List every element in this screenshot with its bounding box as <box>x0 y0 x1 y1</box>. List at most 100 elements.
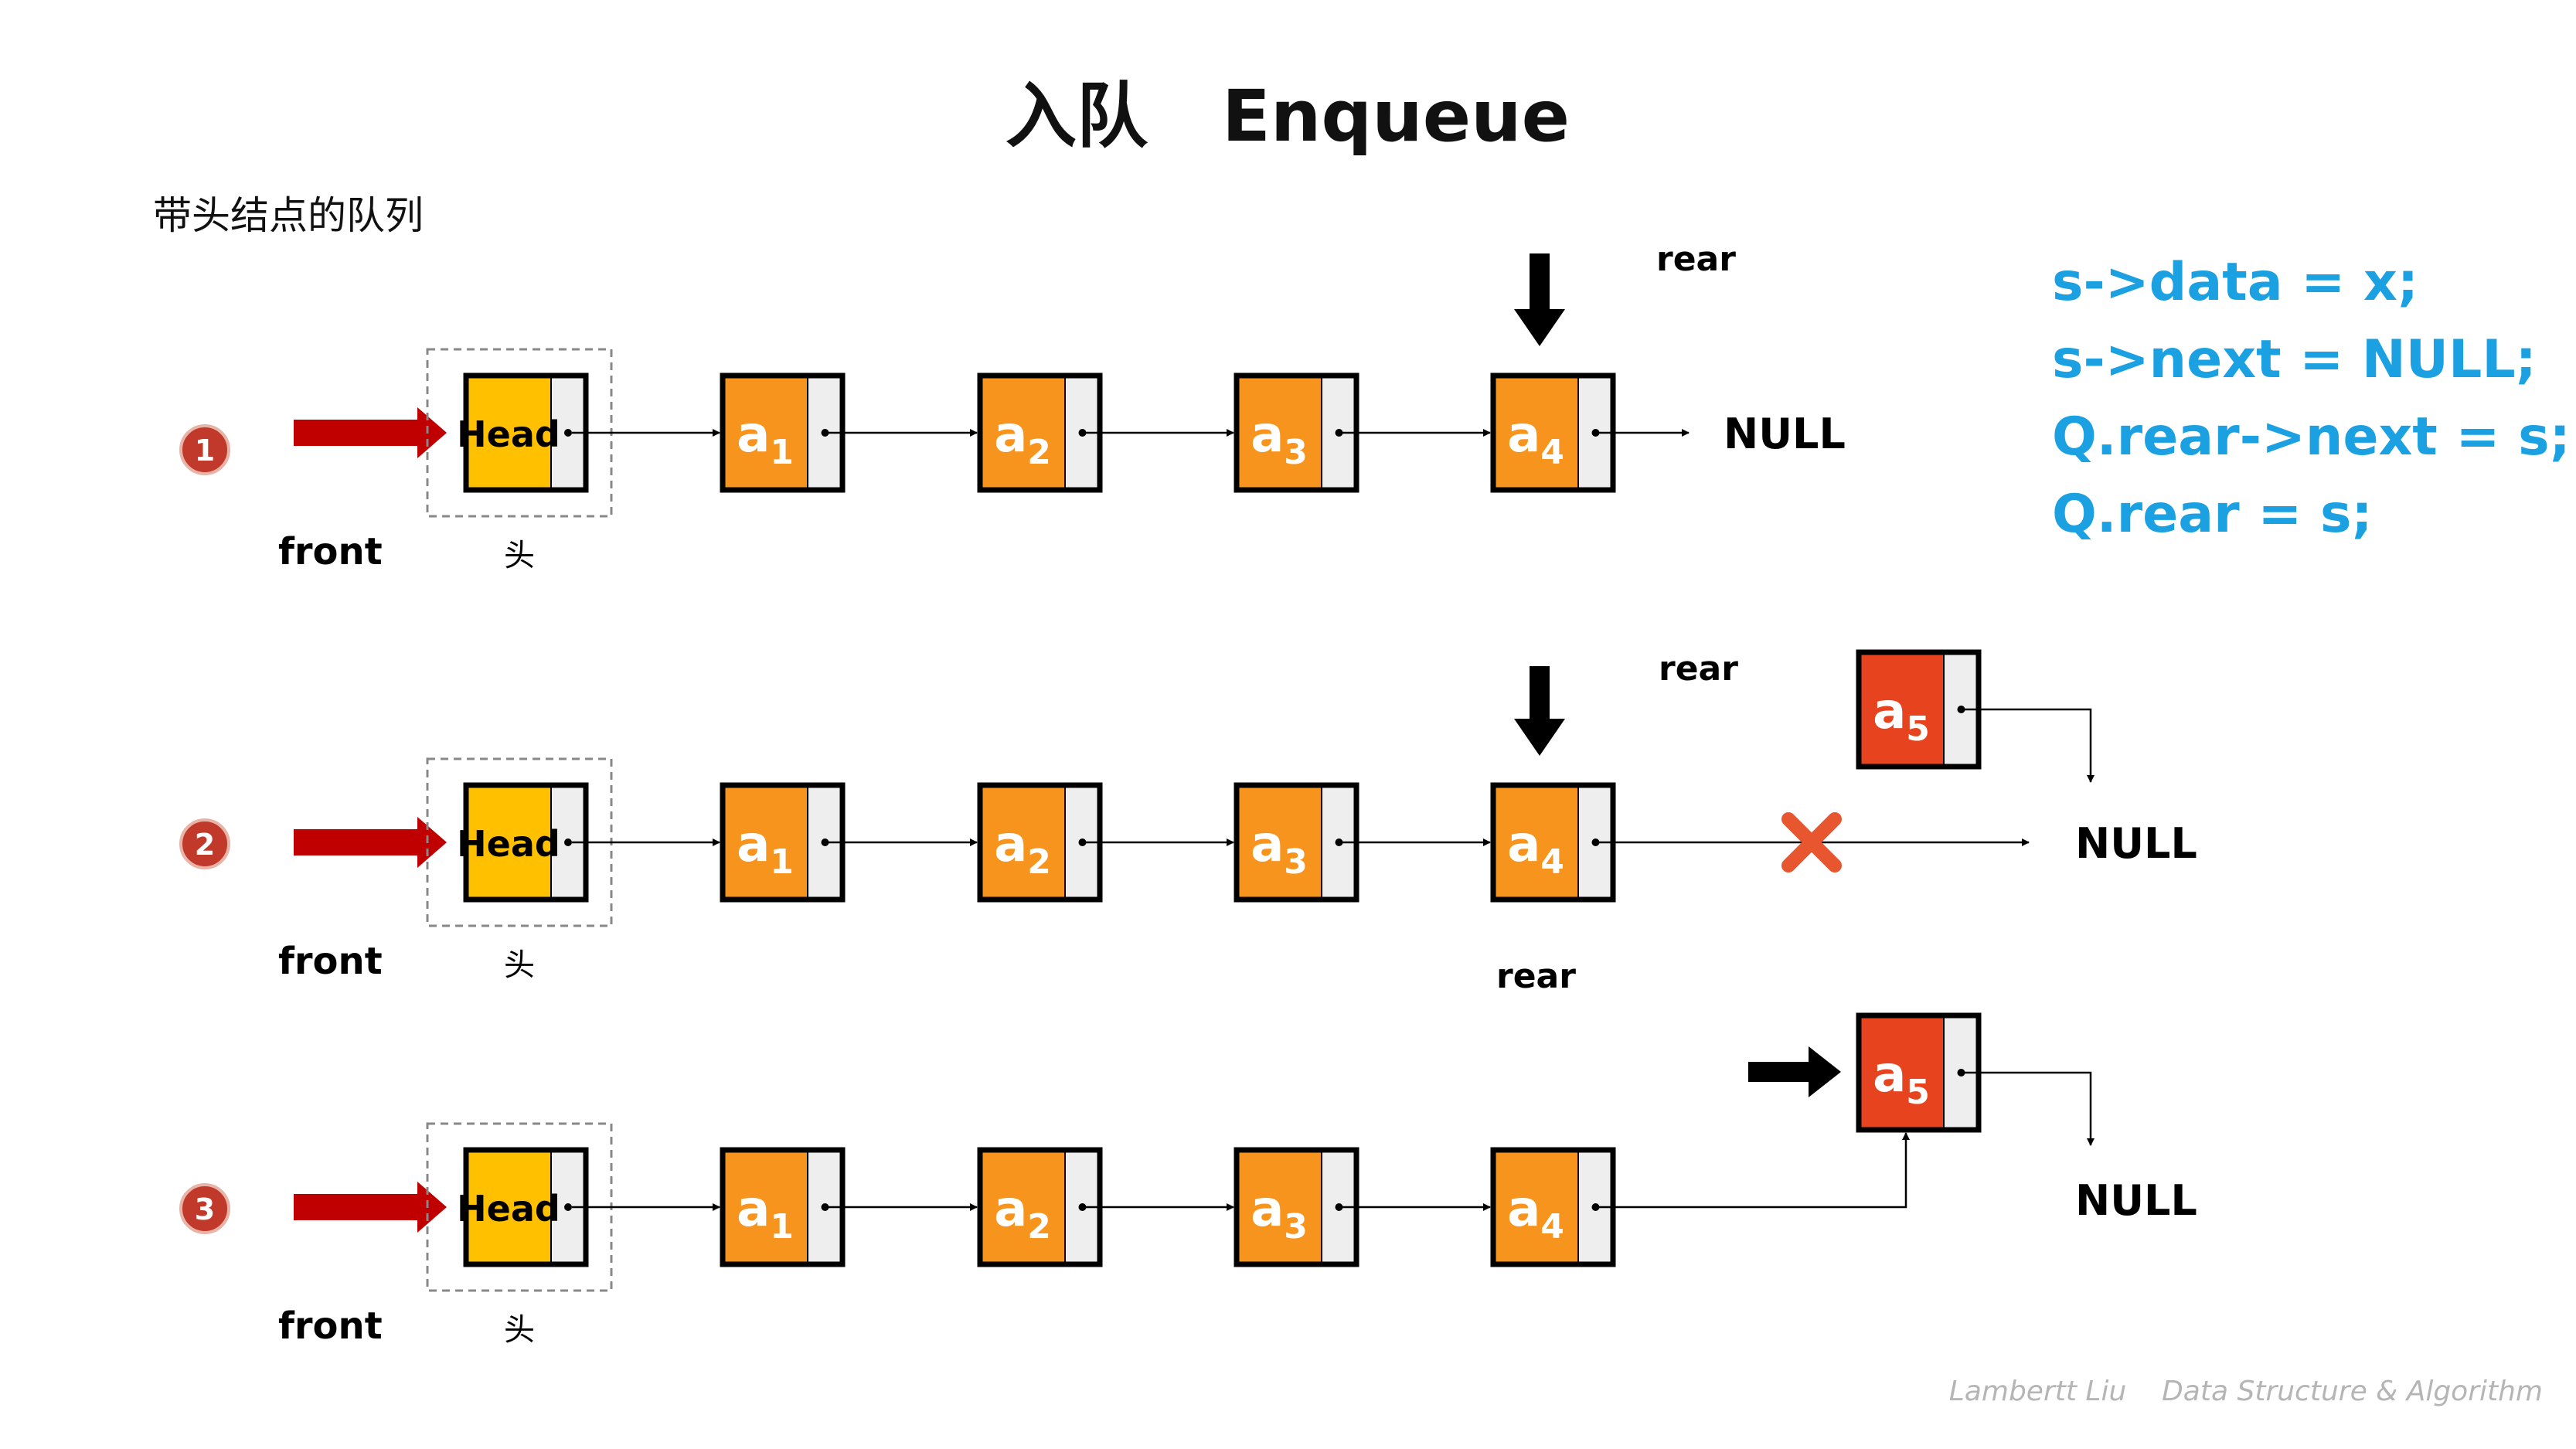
node-letter: a <box>737 406 770 464</box>
node-letter: a <box>1507 816 1540 873</box>
step-number: 3 <box>195 1192 215 1226</box>
rear-label: rear <box>1496 957 1576 996</box>
front-label: front <box>278 530 383 573</box>
queue-node-a2: a2 <box>977 782 1103 903</box>
new-node-a5: a5 <box>1856 1012 1982 1133</box>
node-data-cell <box>1859 1015 1944 1130</box>
front-pointer-arrow <box>294 817 447 868</box>
node-data-cell <box>1493 1150 1578 1264</box>
node-label: a5 <box>1873 1046 1930 1112</box>
queue-node-a3: a3 <box>1234 1147 1359 1267</box>
node-subscript: 1 <box>770 842 794 882</box>
node-label: a3 <box>1251 1181 1308 1247</box>
queue-node-a3: a3 <box>1234 782 1359 903</box>
head-caption: 头 <box>504 947 535 983</box>
rear-label: rear <box>1656 240 1736 279</box>
queue-node-a2: a2 <box>977 1147 1103 1267</box>
step-number: 2 <box>195 828 215 862</box>
node-label: a1 <box>737 1181 794 1247</box>
node-label: a4 <box>1507 406 1564 472</box>
node-data-cell <box>1237 376 1322 490</box>
node-data-cell <box>723 785 808 900</box>
front-label: front <box>278 1304 383 1348</box>
node-label: a4 <box>1507 816 1564 882</box>
step-circle <box>179 818 230 869</box>
node-data-cell <box>980 785 1065 900</box>
footer-credit: Lambertt Liu Data Structure & Algorithm <box>1949 1376 2543 1407</box>
null-label: NULL <box>1724 410 1846 458</box>
node-letter: a <box>994 1181 1027 1238</box>
step-number: 1 <box>195 434 215 468</box>
node-letter: a <box>994 816 1027 873</box>
queue-node-a4: a4 <box>1490 782 1616 903</box>
rear-pointer-arrow <box>1748 1046 1841 1097</box>
queue-node-a4: a4 <box>1490 1147 1616 1267</box>
node-subscript: 3 <box>1284 433 1308 472</box>
node-subscript: 4 <box>1540 433 1564 472</box>
node-label: a3 <box>1251 406 1308 472</box>
node-data-cell <box>980 1150 1065 1264</box>
pointer-dot <box>564 1203 572 1211</box>
node-label: a1 <box>737 406 794 472</box>
node-data-cell <box>723 376 808 490</box>
queue-node-a4: a4 <box>1490 372 1616 493</box>
node-label: a1 <box>737 816 794 882</box>
node-label: a2 <box>994 1181 1051 1247</box>
node-subscript: 4 <box>1540 842 1564 882</box>
node-letter: a <box>737 1181 770 1238</box>
node-data-cell <box>1493 785 1578 900</box>
code-line: Q.rear->next = s; <box>2052 406 2571 468</box>
node-letter: a <box>1873 1046 1906 1104</box>
front-pointer-arrow <box>294 407 447 458</box>
node-letter: a <box>1251 816 1284 873</box>
head-caption: 头 <box>504 538 535 573</box>
rear-pointer-arrow <box>1514 253 1565 346</box>
node-label: a5 <box>1873 683 1930 749</box>
section-subtitle: 带头结点的队列 <box>153 193 424 238</box>
a4-to-a5-link <box>1595 1132 1910 1209</box>
node-subscript: 2 <box>1027 842 1051 882</box>
node-subscript: 4 <box>1540 1207 1564 1247</box>
queue-node-a3: a3 <box>1234 372 1359 493</box>
node-subscript: 5 <box>1906 1073 1930 1112</box>
head-label: Head <box>457 1188 560 1230</box>
node-label: a4 <box>1507 1181 1564 1247</box>
queue-node-a1: a1 <box>720 782 846 903</box>
code-line: s->data = x; <box>2052 252 2418 313</box>
step-circle <box>179 1183 230 1234</box>
new-node-a5: a5 <box>1856 649 1982 770</box>
rear-pointer-arrow <box>1514 666 1565 756</box>
cross-icon <box>1781 812 1842 872</box>
step-badge: 2 <box>179 818 230 869</box>
head-caption: 头 <box>504 1312 535 1348</box>
null-label: NULL <box>2075 819 2197 868</box>
queue-node-a2: a2 <box>977 372 1103 493</box>
rear-label: rear <box>1659 649 1738 689</box>
step-badge: 1 <box>179 424 230 475</box>
head-data-cell <box>466 1150 551 1264</box>
node-subscript: 3 <box>1284 842 1308 882</box>
node-subscript: 2 <box>1027 433 1051 472</box>
node-letter: a <box>1251 406 1284 464</box>
head-node: Head 头 <box>426 1122 613 1348</box>
page-title: 入队 Enqueue <box>1006 75 1570 158</box>
queue-node-a1: a1 <box>720 1147 846 1267</box>
node-data-cell <box>1493 376 1578 490</box>
node-data-cell <box>723 1150 808 1264</box>
pointer-dot <box>564 838 572 846</box>
node-label: a2 <box>994 406 1051 472</box>
node-data-cell <box>1237 785 1322 900</box>
front-label: front <box>278 940 383 983</box>
node-letter: a <box>1507 1181 1540 1238</box>
step-badge: 3 <box>179 1183 230 1234</box>
new-node-next-arrow <box>1961 708 2094 783</box>
head-data-cell <box>466 785 551 900</box>
node-letter: a <box>737 816 770 873</box>
head-data-cell <box>466 376 551 490</box>
node-subscript: 3 <box>1284 1207 1308 1247</box>
node-letter: a <box>1873 683 1906 740</box>
node-letter: a <box>994 406 1027 464</box>
